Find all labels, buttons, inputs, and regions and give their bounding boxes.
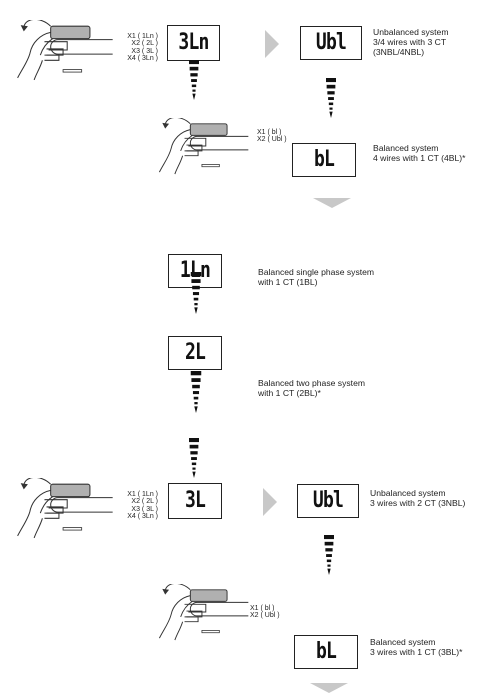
unbalanced-desc: Unbalanced system 3/4 wires with 3 CT (3… xyxy=(373,27,449,57)
unbalanced-desc: Unbalanced system 3 wires with 2 CT (3NB… xyxy=(370,488,466,508)
lcd-text: 1Ln xyxy=(179,258,211,283)
lcd-text: Ubl xyxy=(312,488,344,513)
sub-option-x1[interactable]: X1 ( bl ) xyxy=(257,129,282,136)
sub-option-x2[interactable]: X2 ( Ubl ) xyxy=(250,612,280,620)
option-x1[interactable]: X1 ( 1Ln ) xyxy=(127,33,158,40)
option-x4[interactable]: X4 ( 3Ln ) xyxy=(127,513,158,521)
hand-press-button-icon[interactable] xyxy=(150,584,250,642)
option-x1[interactable]: X1 ( 1Ln ) xyxy=(127,491,158,498)
sub-option-x1[interactable]: X1 ( bl ) xyxy=(250,605,275,612)
lcd-text: Ubl xyxy=(315,30,347,55)
dashed-down-arrow-icon xyxy=(188,438,200,478)
dashed-down-arrow-icon xyxy=(325,78,337,118)
right-arrow-icon xyxy=(265,30,279,58)
right-arrow-icon xyxy=(263,488,277,516)
sub-option-list: X1 ( bl ) X2 ( Ubl ) xyxy=(250,605,280,620)
option-x2[interactable]: X2 ( 2L ) xyxy=(131,498,158,506)
lcd-display-ubl: Ubl xyxy=(300,26,362,60)
down-chevron-icon xyxy=(310,683,348,693)
dashed-down-arrow-icon xyxy=(190,371,202,413)
lcd-text: 3Ln xyxy=(178,30,209,55)
sub-option-x2[interactable]: X2 ( Ubl ) xyxy=(257,136,287,144)
lcd-display-2l: 2L xyxy=(168,336,222,370)
option-x2[interactable]: X2 ( 2L ) xyxy=(131,40,158,48)
lcd-text: 2L xyxy=(184,340,206,365)
lcd-text: bL xyxy=(315,639,337,664)
hand-press-button-icon[interactable] xyxy=(150,118,250,176)
sub-option-list: X1 ( bl ) X2 ( Ubl ) xyxy=(257,129,287,144)
balanced-desc: Balanced system 4 wires with 1 CT (4BL)* xyxy=(373,143,466,163)
single-phase-desc: Balanced single phase system with 1 CT (… xyxy=(258,267,375,287)
hand-press-button-icon[interactable] xyxy=(8,20,114,82)
lcd-text: bL xyxy=(313,147,335,172)
lcd-text: 3L xyxy=(184,488,206,513)
option-x4[interactable]: X4 ( 3Ln ) xyxy=(127,55,158,63)
dashed-down-arrow-icon xyxy=(188,60,200,100)
option-x3[interactable]: X3 ( 3L ) xyxy=(131,505,158,513)
option-list: X1 ( 1Ln ) X2 ( 2L ) X3 ( 3L ) X4 ( 3Ln … xyxy=(116,491,158,521)
option-list: X1 ( 1Ln ) X2 ( 2L ) X3 ( 3L ) X4 ( 3Ln … xyxy=(116,33,158,63)
lcd-display-3ln: 3Ln xyxy=(167,25,220,61)
lcd-display-bl: bL xyxy=(294,635,358,669)
down-chevron-icon xyxy=(313,198,351,208)
dashed-down-arrow-icon xyxy=(190,272,202,314)
hand-press-button-icon[interactable] xyxy=(8,478,114,540)
option-x3[interactable]: X3 ( 3L ) xyxy=(131,47,158,55)
lcd-display-bl: bL xyxy=(292,143,356,177)
lcd-display-ubl: Ubl xyxy=(297,484,359,518)
lcd-display-3l: 3L xyxy=(168,483,222,519)
two-phase-desc: Balanced two phase system with 1 CT (2BL… xyxy=(258,378,366,398)
balanced-desc: Balanced system 3 wires with 1 CT (3BL)* xyxy=(370,637,463,657)
dashed-down-arrow-icon xyxy=(323,535,335,575)
